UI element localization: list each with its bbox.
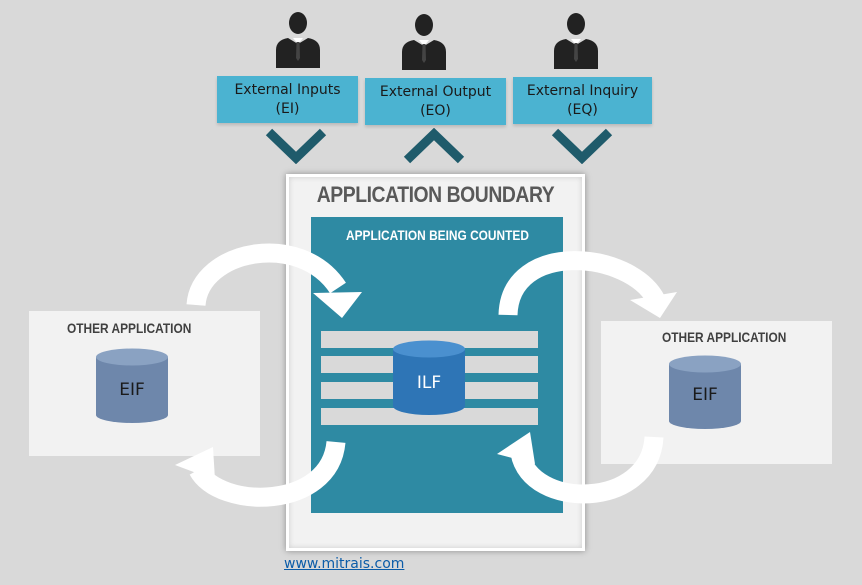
- other-application-left-title: OTHER APPLICATION: [67, 320, 192, 336]
- chevron-down-icon: [551, 128, 613, 164]
- eif-left-label: EIF: [119, 380, 145, 400]
- chevron-down-icon: [265, 128, 327, 164]
- ilf-database-icon: [393, 340, 465, 415]
- chevron-up-icon: [403, 128, 465, 164]
- application-boundary-title: APPLICATION BOUNDARY: [316, 182, 555, 207]
- person-icon: [554, 13, 598, 69]
- ilf-stripe: [321, 331, 538, 348]
- ilf-stripe: [321, 408, 538, 425]
- external-output-abbr: (EO): [420, 102, 451, 119]
- ilf-label: ILF: [416, 373, 442, 393]
- eif-right-label: EIF: [692, 385, 718, 405]
- other-application-right-title: OTHER APPLICATION: [662, 329, 787, 345]
- external-output-box: External Output (EO): [365, 78, 506, 125]
- external-inputs-label: External Inputs: [234, 81, 341, 98]
- person-icon: [276, 12, 320, 68]
- person-icon: [402, 14, 446, 70]
- external-inquiry-label: External Inquiry: [526, 82, 639, 99]
- external-inquiry-abbr: (EQ): [567, 101, 598, 118]
- application-being-counted-title: APPLICATION BEING COUNTED: [346, 227, 529, 243]
- eif-database-icon-left: [96, 348, 168, 423]
- eif-database-icon-right: [669, 355, 741, 429]
- external-inputs-abbr: (EI): [275, 100, 300, 117]
- website-link[interactable]: www.mitrais.com: [284, 556, 405, 572]
- external-inquiry-box: External Inquiry (EQ): [513, 77, 652, 124]
- external-inputs-box: External Inputs (EI): [217, 76, 358, 123]
- external-output-label: External Output: [379, 83, 492, 100]
